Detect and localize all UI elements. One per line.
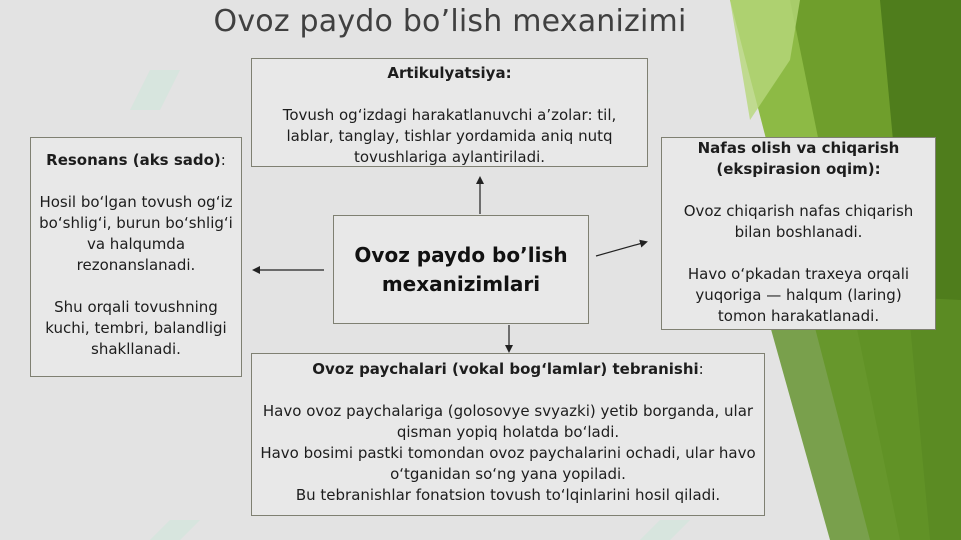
vibration-line-3: Bu tebranishlar fonatsion tovush to‘lqin… [295,486,721,504]
breathing-box: Nafas olish va chiqarish (ekspirasion oq… [661,137,936,330]
articulation-body: Tovush og‘izdagi harakatlanuvchi a’zolar… [282,106,617,166]
resonance-body-1: Hosil bo‘lgan tovush og‘iz bo‘shlig‘i, b… [39,193,233,274]
center-concept-box: Ovoz paydo bo’lish mexanizimlari [333,215,589,324]
vibration-box: Ovoz paychalari (vokal bog‘lamlar) tebra… [251,353,765,516]
vibration-line-2: Havo bosimi pastki tomondan ovoz paychal… [260,444,756,483]
breathing-body-2: Havo o‘pkadan traxeya orqali yuqoriga — … [687,265,910,325]
vibration-heading-colon: : [698,360,704,378]
breathing-heading: Nafas olish va chiqarish (ekspirasion oq… [697,139,900,178]
center-concept-text: Ovoz paydo bo’lish mexanizimlari [354,242,568,296]
resonance-box: Resonans (aks sado): Hosil bo‘lgan tovus… [30,137,242,377]
articulation-heading: Artikulyatsiya: [387,64,512,82]
vibration-heading: Ovoz paychalari (vokal bog‘lamlar) tebra… [312,360,699,378]
resonance-body-2: Shu orqali tovushning kuchi, tembri, bal… [45,298,227,358]
resonance-heading: Resonans (aks sado) [46,151,221,169]
breathing-body-1: Ovoz chiqarish nafas chiqarish bilan bos… [683,202,914,241]
slide-title: Ovoz paydo bo’lish mexanizimi [213,4,687,39]
articulation-box: Artikulyatsiya: Tovush og‘izdagi harakat… [251,58,648,167]
vibration-line-1: Havo ovoz paychalariga (golosovye svyazk… [262,402,754,441]
resonance-heading-colon: : [220,151,226,169]
